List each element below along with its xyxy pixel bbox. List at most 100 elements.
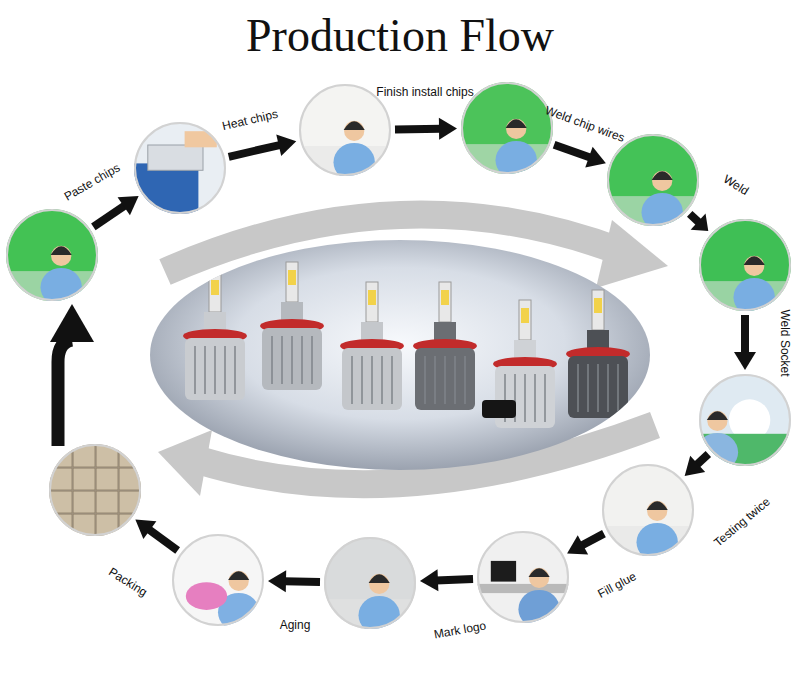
heat-sink-fin bbox=[214, 346, 216, 394]
arrowhead bbox=[685, 456, 706, 476]
worker-hair bbox=[647, 501, 668, 510]
led-column bbox=[592, 290, 604, 330]
process-circle: Packing bbox=[49, 444, 141, 536]
arrowhead bbox=[420, 569, 438, 591]
return-arrowhead bbox=[50, 304, 94, 342]
carton bbox=[119, 445, 141, 467]
flow-arrow bbox=[734, 315, 756, 370]
photo-frame bbox=[462, 83, 552, 173]
bulb-group bbox=[183, 262, 630, 428]
led-bulb bbox=[260, 262, 324, 390]
heat-sink-fin bbox=[597, 364, 599, 412]
arrowhead bbox=[439, 118, 457, 140]
heat-sink-fin bbox=[204, 346, 206, 394]
flow-arrow bbox=[420, 569, 473, 591]
process-photo bbox=[172, 534, 264, 626]
photo-frame bbox=[478, 532, 568, 622]
step-label: Aging bbox=[280, 618, 311, 632]
process-photo bbox=[134, 122, 226, 214]
heat-sink-fin bbox=[194, 346, 196, 394]
monitor bbox=[491, 561, 516, 582]
connector-plug bbox=[482, 400, 516, 418]
heat-sink-fin bbox=[291, 336, 293, 384]
photo bbox=[477, 531, 569, 629]
desk bbox=[477, 584, 569, 593]
worker-head bbox=[369, 574, 389, 594]
heat-sink-fin bbox=[577, 364, 579, 412]
arrow-shaft bbox=[690, 214, 700, 223]
worker-head bbox=[51, 246, 71, 266]
carton bbox=[50, 491, 72, 513]
worker-body bbox=[359, 596, 400, 635]
process-circle: Weld bbox=[699, 219, 791, 311]
product-photo bbox=[150, 240, 650, 470]
step-label: Weld chip wires bbox=[543, 103, 627, 145]
led-chip bbox=[594, 298, 602, 313]
heat-sink-fin bbox=[391, 356, 393, 404]
led-chip bbox=[211, 280, 219, 295]
carton bbox=[96, 468, 118, 490]
worker-hair bbox=[506, 119, 527, 128]
arrowhead bbox=[567, 535, 588, 554]
title: Production Flow bbox=[0, 8, 800, 64]
machine-panel bbox=[148, 145, 203, 170]
step-label: Weld bbox=[721, 172, 751, 198]
photo bbox=[6, 209, 98, 307]
photo bbox=[324, 537, 416, 635]
heat-sink-fin bbox=[424, 356, 426, 404]
basket bbox=[186, 582, 227, 610]
heat-sink-fin bbox=[524, 374, 526, 422]
arrow-shaft bbox=[93, 205, 125, 227]
step-label: Finish install chips bbox=[376, 85, 473, 99]
step-label: Packing bbox=[106, 565, 150, 600]
worker-body bbox=[697, 433, 738, 472]
process-photo bbox=[477, 531, 569, 623]
arrow-shaft bbox=[148, 529, 177, 551]
arrow-shaft bbox=[395, 125, 441, 134]
photo-frame bbox=[603, 465, 693, 555]
arrowhead bbox=[268, 570, 286, 592]
led-column bbox=[366, 282, 378, 322]
led-chip bbox=[441, 290, 449, 305]
process-circle: Fill glue bbox=[477, 531, 569, 623]
carton bbox=[73, 468, 95, 490]
led-bulb bbox=[413, 282, 477, 410]
heat-sink-fin bbox=[464, 356, 466, 404]
arrowhead bbox=[691, 214, 709, 232]
step-label: Heat chips bbox=[221, 107, 279, 133]
arrow-shaft bbox=[581, 534, 604, 546]
arrow-shaft bbox=[436, 579, 473, 580]
carton bbox=[73, 491, 95, 513]
carton bbox=[50, 445, 72, 467]
arrow-shaft bbox=[229, 145, 281, 157]
led-bulb bbox=[340, 282, 404, 410]
heat-sink-fin bbox=[607, 364, 609, 412]
worker-head bbox=[707, 411, 727, 431]
photo-frame bbox=[700, 220, 790, 310]
step-label: Fill glue bbox=[595, 569, 638, 601]
worker-body bbox=[642, 193, 683, 232]
arrowhead bbox=[585, 147, 606, 168]
hand bbox=[185, 131, 217, 147]
photo bbox=[602, 464, 694, 562]
carton bbox=[96, 491, 118, 513]
heat-sink-fin bbox=[234, 346, 236, 394]
arrow-shaft bbox=[696, 454, 708, 465]
photo-frame bbox=[173, 535, 263, 625]
worker-head bbox=[744, 256, 764, 276]
heat-sink-fin bbox=[444, 356, 446, 404]
photo bbox=[461, 82, 553, 180]
heat-sink-fin bbox=[381, 356, 383, 404]
heat-sink-fin bbox=[454, 356, 456, 404]
process-circle: Weld chip wires bbox=[607, 134, 699, 226]
photo bbox=[49, 444, 141, 536]
photo-frame bbox=[135, 123, 225, 213]
arrow-shaft bbox=[741, 315, 749, 354]
arrowhead bbox=[118, 196, 139, 215]
photo-frame bbox=[7, 210, 97, 300]
worker-head bbox=[529, 568, 549, 588]
led-column bbox=[519, 300, 531, 340]
worker-hair bbox=[652, 171, 673, 180]
process-circle: Finish install chips bbox=[461, 82, 553, 174]
